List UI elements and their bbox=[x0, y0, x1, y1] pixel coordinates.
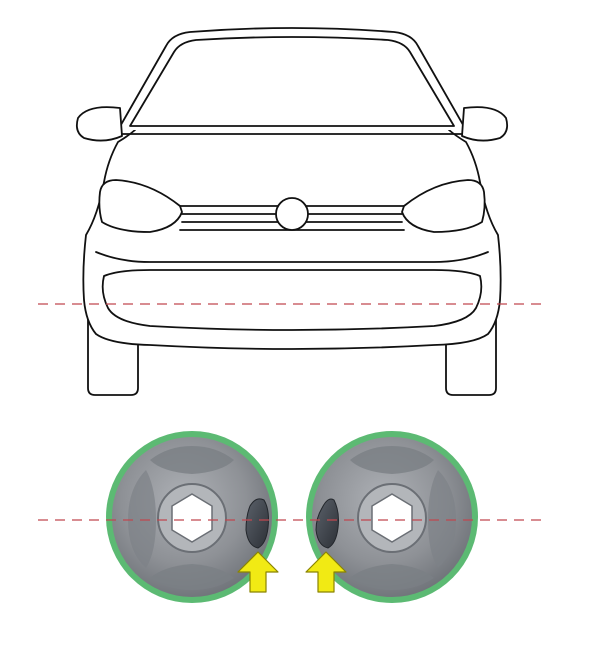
right-bushing bbox=[306, 431, 478, 603]
left-bushing-insert bbox=[245, 498, 269, 549]
left-bushing bbox=[106, 431, 278, 603]
right-headlight bbox=[401, 179, 486, 233]
right-mirror bbox=[461, 106, 509, 142]
lower-intake bbox=[101, 269, 483, 331]
bumper-line bbox=[95, 251, 489, 263]
right-bushing-insert bbox=[315, 498, 339, 549]
left-mirror bbox=[75, 106, 123, 142]
left-headlight bbox=[98, 179, 183, 233]
windshield bbox=[129, 36, 455, 127]
right-arrow-icon bbox=[305, 551, 347, 593]
left-arrow-icon bbox=[237, 551, 279, 593]
badge bbox=[275, 197, 309, 231]
car-front-outline bbox=[75, 27, 509, 396]
